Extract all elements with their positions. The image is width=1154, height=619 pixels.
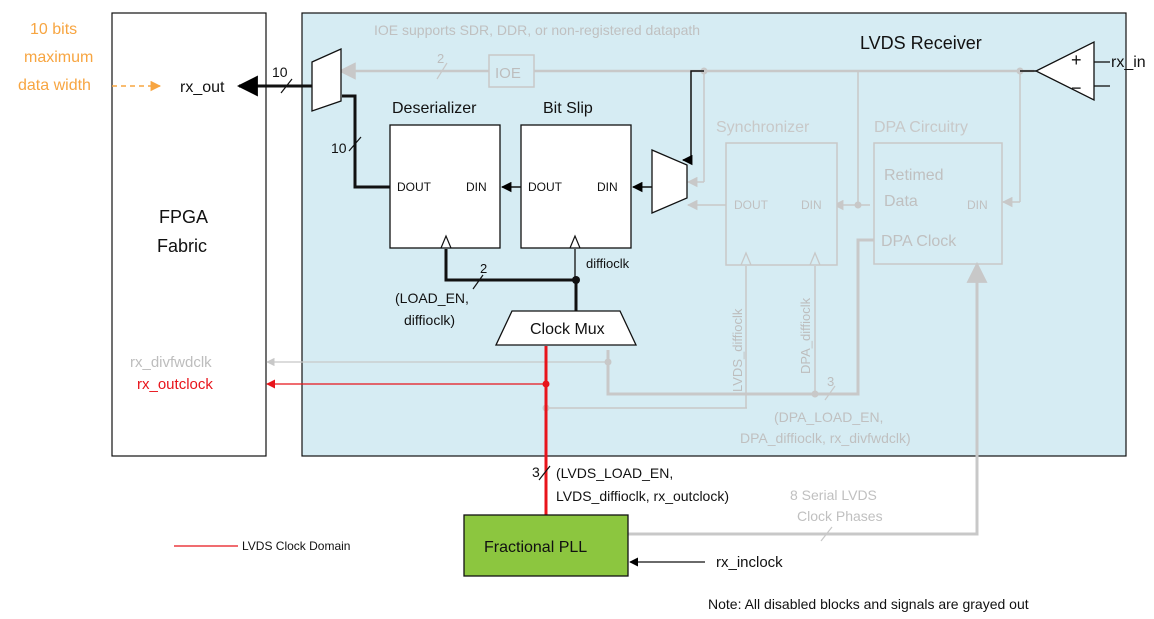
bus-width-deserializer: 10 <box>331 140 347 156</box>
buffer-minus: − <box>1071 78 1082 98</box>
dpa-bus-line2: DPA_diffioclk, rx_divfwdclk) <box>740 430 911 446</box>
dpa-din-label: DIN <box>967 198 988 212</box>
fractional-pll-block <box>463 514 629 577</box>
lvds-receiver-title: LVDS Receiver <box>860 33 982 53</box>
ioe-note: IOE supports SDR, DDR, or non-registered… <box>374 22 700 38</box>
width-note-line3: data width <box>18 77 91 94</box>
serial-phases-line2: Clock Phases <box>797 508 883 524</box>
bus-width-ioe: 2 <box>437 51 444 66</box>
dpa-clock-label: DPA Clock <box>881 233 957 250</box>
fpga-fabric-label-line2: Fabric <box>157 236 207 256</box>
bus-width-dpa: 3 <box>827 374 834 389</box>
clock-mux-label: Clock Mux <box>530 321 605 338</box>
dpa-diffioclk-label: DPA_diffioclk <box>798 297 813 374</box>
dpa-circuitry-block <box>873 142 1003 265</box>
bit-slip-din: DIN <box>597 180 618 194</box>
disabled-dots <box>542 67 1024 412</box>
rx-divfwdclk-label: rx_divfwdclk <box>130 354 212 371</box>
disabled-elements <box>266 54 1034 542</box>
bus-width-pll: 3 <box>532 464 540 480</box>
rx-in-buffer <box>1034 40 1095 102</box>
synchronizer-dout: DOUT <box>734 198 769 212</box>
width-note-line2: maximum <box>24 49 93 66</box>
dpa-bus-line1: (DPA_LOAD_EN, <box>774 409 883 425</box>
clock-mux <box>494 310 638 346</box>
rx-outclock-label: rx_outclock <box>137 376 213 393</box>
width-note-line1: 10 bits <box>30 21 77 38</box>
rx-out-label: rx_out <box>180 79 225 96</box>
dpa-retimed-label: Retimed <box>884 167 944 184</box>
serial-phases-line1: 8 Serial LVDS <box>790 487 877 503</box>
legend-label: LVDS Clock Domain <box>242 539 350 553</box>
bit-slip-block <box>520 124 632 249</box>
ioe-label: IOE <box>495 65 521 82</box>
load-en-line1: (LOAD_EN, <box>395 290 469 306</box>
bus-width-clock: 2 <box>480 261 487 276</box>
deserializer-block <box>389 124 501 249</box>
fractional-pll-label: Fractional PLL <box>484 539 587 556</box>
dpa-circuitry-label: DPA Circuitry <box>874 119 968 136</box>
synchronizer-block <box>725 142 838 266</box>
ioe-block <box>488 54 535 88</box>
bit-slip-input-mux <box>651 149 688 214</box>
rx-in-label: rx_in <box>1111 54 1146 71</box>
synchronizer-din: DIN <box>801 198 822 212</box>
pll-bus-line1: (LVDS_LOAD_EN, <box>556 465 673 481</box>
rx-inclock-label: rx_inclock <box>716 554 783 571</box>
fpga-fabric-label-line1: FPGA <box>159 207 208 227</box>
deserializer-label: Deserializer <box>392 100 477 117</box>
deserializer-din: DIN <box>466 180 487 194</box>
buffer-plus: + <box>1071 50 1082 70</box>
bit-slip-dout: DOUT <box>528 180 563 194</box>
deserializer-dout: DOUT <box>397 180 432 194</box>
lvds-diffioclk-label: LVDS_diffioclk <box>730 308 745 392</box>
deserializer-clock-bus <box>444 249 576 282</box>
output-mux <box>311 47 342 112</box>
diffioclk-label: diffioclk <box>586 256 630 271</box>
deserializer-output-bus <box>342 94 390 189</box>
dpa-data-label: Data <box>884 193 918 210</box>
synchronizer-label: Synchronizer <box>716 119 810 136</box>
load-en-line2: diffioclk) <box>404 312 455 328</box>
pll-bus-line2: LVDS_diffioclk, rx_outclock) <box>556 488 729 504</box>
disabled-note: Note: All disabled blocks and signals ar… <box>708 596 1029 612</box>
rx-in-path <box>681 70 704 166</box>
bit-slip-label: Bit Slip <box>543 100 593 117</box>
bus-width-rx-out: 10 <box>272 64 288 80</box>
